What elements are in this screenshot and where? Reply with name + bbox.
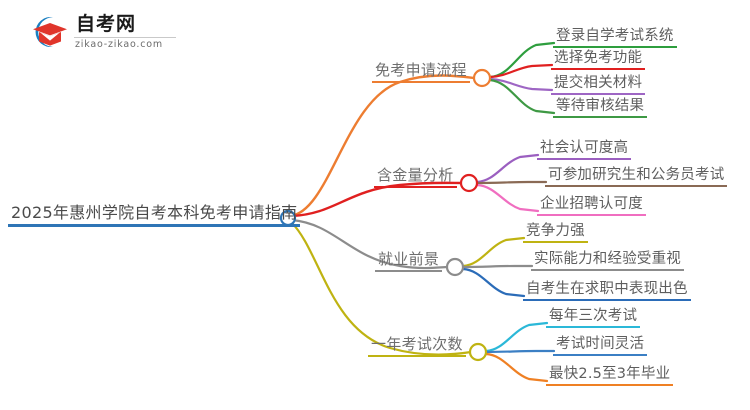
branch-node-3-underline (368, 355, 466, 357)
wire-b1-c0 (475, 153, 540, 184)
leaf-node-3-0-underline (546, 326, 641, 328)
wire-root-branch-0 (288, 74, 476, 218)
leaf-node-2-2[interactable]: 自考生在求职中表现出色 (523, 277, 691, 301)
leaf-node-0-1-label: 选择免考功能 (554, 50, 643, 66)
branch-node-1[interactable]: 含金量分析 (374, 164, 457, 188)
leaf-node-0-3-underline (553, 116, 648, 118)
leaf-node-3-1[interactable]: 考试时间灵活 (553, 332, 648, 356)
wire-b0-c3 (488, 78, 556, 115)
leaf-node-3-2-underline (546, 384, 674, 386)
branch-node-2-label: 就业前景 (378, 250, 440, 268)
root-node-underline (8, 224, 301, 227)
leaf-node-0-2-label: 提交相关材料 (554, 75, 643, 91)
branch-node-3-label: 一年考试次数 (371, 335, 463, 353)
branch-node-1-underline (374, 186, 457, 188)
wire-b1-c1 (475, 180, 548, 185)
branch-node-0-label: 免考申请流程 (375, 61, 467, 79)
leaf-node-0-0[interactable]: 登录自学考试系统 (553, 24, 677, 48)
leaf-node-0-0-label: 登录自学考试系统 (556, 28, 674, 44)
leaf-node-0-0-underline (553, 46, 677, 48)
root-node[interactable]: 2025年惠州学院自考本科免考申请指南 (8, 199, 301, 227)
leaf-node-1-2[interactable]: 企业招聘认可度 (537, 192, 646, 216)
leaf-node-0-1[interactable]: 选择免考功能 (551, 46, 646, 70)
node-dot-branch-2 (445, 257, 465, 277)
wire-b3-c2 (484, 352, 549, 383)
leaf-node-0-3[interactable]: 等待审核结果 (553, 94, 648, 118)
leaf-node-0-3-label: 等待审核结果 (556, 98, 645, 114)
leaf-node-3-0[interactable]: 每年三次考试 (546, 304, 641, 328)
leaf-node-0-1-underline (551, 68, 646, 70)
branch-node-0-underline (372, 81, 470, 83)
leaf-node-0-2[interactable]: 提交相关材料 (551, 71, 646, 95)
leaf-node-3-0-label: 每年三次考试 (549, 308, 638, 324)
leaf-node-3-2[interactable]: 最快2.5至3年毕业 (546, 362, 674, 386)
leaf-node-1-1-underline (545, 185, 728, 187)
wire-b2-c0 (461, 236, 526, 268)
wire-b3-c1 (484, 349, 556, 354)
leaf-node-1-0-label: 社会认可度高 (540, 140, 629, 156)
leaf-node-2-2-label: 自考生在求职中表现出色 (526, 281, 688, 297)
wire-b2-c2 (461, 267, 526, 298)
leaf-node-3-1-underline (553, 354, 648, 356)
branch-node-1-label: 含金量分析 (377, 166, 454, 184)
branch-node-2-underline (375, 270, 443, 272)
node-dot-branch-1 (459, 173, 479, 193)
graduation-cap-icon (33, 17, 67, 47)
wire-b0-c1 (488, 63, 554, 79)
leaf-node-2-0[interactable]: 竞争力强 (523, 219, 588, 243)
site-logo: 自考网 zikao-zikao.com (28, 10, 178, 54)
wire-b2-c1 (461, 264, 534, 269)
leaf-node-1-0-underline (537, 158, 632, 160)
root-node-label: 2025年惠州学院自考本科免考申请指南 (11, 203, 298, 222)
logo-divider (74, 37, 176, 38)
leaf-node-2-1-underline (531, 269, 684, 271)
wire-b1-c2 (475, 183, 540, 213)
leaf-node-1-2-label: 企业招聘认可度 (540, 196, 643, 212)
leaf-node-3-1-label: 考试时间灵活 (556, 336, 645, 352)
wire-b0-c0 (488, 41, 556, 79)
wire-root-branch-3 (289, 220, 473, 356)
leaf-node-1-1[interactable]: 可参加研究生和公务员考试 (545, 163, 728, 187)
node-dot-branch-3 (468, 342, 488, 362)
leaf-node-3-2-label: 最快2.5至3年毕业 (549, 366, 671, 382)
leaf-node-2-0-label: 竞争力强 (526, 223, 585, 239)
leaf-node-1-2-underline (537, 214, 646, 216)
leaf-node-1-0[interactable]: 社会认可度高 (537, 136, 632, 160)
leaf-node-2-0-underline (523, 241, 588, 243)
leaf-node-2-1-label: 实际能力和经验受重视 (534, 251, 681, 267)
leaf-node-0-2-underline (551, 93, 646, 95)
wire-b3-c0 (484, 321, 549, 353)
logo-domain: zikao-zikao.com (75, 39, 163, 50)
branch-node-3[interactable]: 一年考试次数 (368, 333, 466, 357)
leaf-node-2-1[interactable]: 实际能力和经验受重视 (531, 247, 684, 271)
wire-b0-c2 (488, 77, 554, 92)
leaf-node-1-1-label: 可参加研究生和公务员考试 (548, 167, 725, 183)
branch-node-0[interactable]: 免考申请流程 (372, 59, 470, 83)
leaf-node-2-2-underline (523, 299, 691, 301)
logo-name: 自考网 (76, 13, 137, 35)
branch-node-2[interactable]: 就业前景 (375, 248, 443, 272)
wire-root-branch-2 (290, 218, 450, 270)
node-dot-branch-0 (472, 68, 492, 88)
